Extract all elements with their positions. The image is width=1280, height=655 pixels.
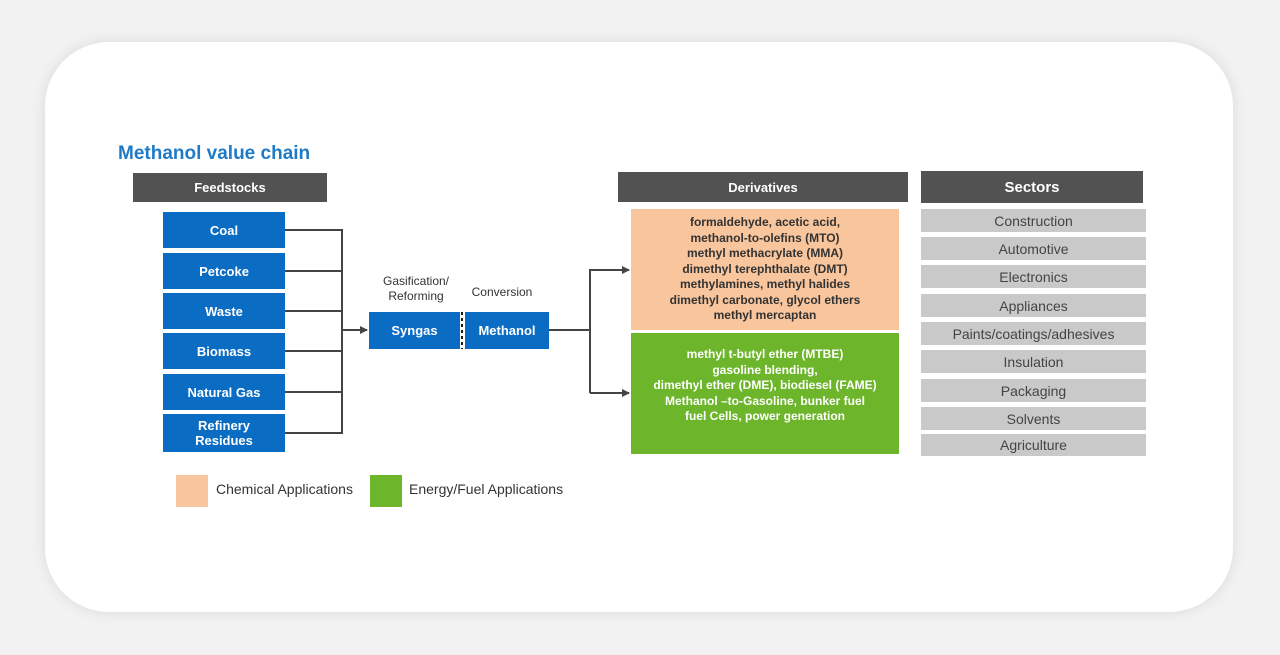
- energy-derivatives-box: methyl t-butyl ether (MTBE) gasoline ble…: [631, 333, 899, 454]
- sector-appliances: Appliances: [921, 294, 1146, 317]
- sector-insulation: Insulation: [921, 350, 1146, 373]
- feedstock-waste: Waste: [163, 293, 285, 329]
- legend-energy-swatch: [370, 475, 402, 507]
- methanol-box: Methanol: [465, 312, 549, 349]
- diagram-title: Methanol value chain: [118, 143, 311, 164]
- chemical-derivatives-box: formaldehyde, acetic acid, methanol-to-o…: [631, 209, 899, 330]
- feedstock-coal: Coal: [163, 212, 285, 248]
- legend-chemical-label: Chemical Applications: [216, 481, 353, 497]
- legend-energy-label: Energy/Fuel Applications: [409, 481, 564, 497]
- sector-electronics: Electronics: [921, 265, 1146, 288]
- feedstock-natural-gas: Natural Gas: [163, 374, 285, 410]
- chemical-derivative-line: formaldehyde, acetic acid,: [689, 214, 841, 229]
- sector-paints-coatings-adhesives: Paints/coatings/adhesives: [921, 322, 1146, 345]
- chemical-derivative-line: methylamines, methyl halides: [679, 277, 851, 292]
- sector-solvents: Solvents: [921, 407, 1146, 430]
- energy-derivative-line: Methanol –to-Gasoline, bunker fuel: [664, 393, 866, 408]
- sector-construction: Construction: [921, 209, 1146, 232]
- energy-derivative-line: dimethyl ether (DME), biodiesel (FAME): [653, 378, 877, 393]
- sectors-header: Sectors: [921, 171, 1143, 203]
- chemical-derivative-line: methanol-to-olefins (MTO): [690, 230, 840, 245]
- chemical-derivative-line: methyl mercaptan: [713, 308, 817, 323]
- conversion-label: Conversion: [471, 285, 533, 299]
- energy-derivative-line: gasoline blending,: [712, 362, 818, 377]
- legend-chemical-swatch: [176, 475, 208, 507]
- feedstock-biomass: Biomass: [163, 333, 285, 369]
- gasification-label-line2: Reforming: [388, 289, 444, 303]
- energy-derivative-line: methyl t-butyl ether (MTBE): [686, 347, 844, 361]
- chemical-derivative-line: dimethyl carbonate, glycol ethers: [669, 292, 861, 307]
- gasification-label-line1: Gasification/: [382, 274, 450, 288]
- feedstock-petcoke: Petcoke: [163, 253, 285, 289]
- gasification-label: Gasification/ Reforming: [368, 274, 464, 304]
- chemical-derivative-line: methyl methacrylate (MMA): [686, 246, 844, 261]
- sector-automotive: Automotive: [921, 237, 1146, 260]
- energy-derivative-line: fuel Cells, power generation: [684, 409, 846, 424]
- sector-packaging: Packaging: [921, 379, 1146, 402]
- feedstock-refinery-residues: Refinery Residues: [163, 414, 285, 452]
- derivatives-header: Derivatives: [618, 172, 908, 202]
- chemical-derivative-line: dimethyl terephthalate (DMT): [682, 261, 848, 276]
- syngas-box: Syngas: [369, 312, 460, 349]
- feedstocks-header: Feedstocks: [133, 173, 327, 202]
- sector-agriculture: Agriculture: [921, 434, 1146, 456]
